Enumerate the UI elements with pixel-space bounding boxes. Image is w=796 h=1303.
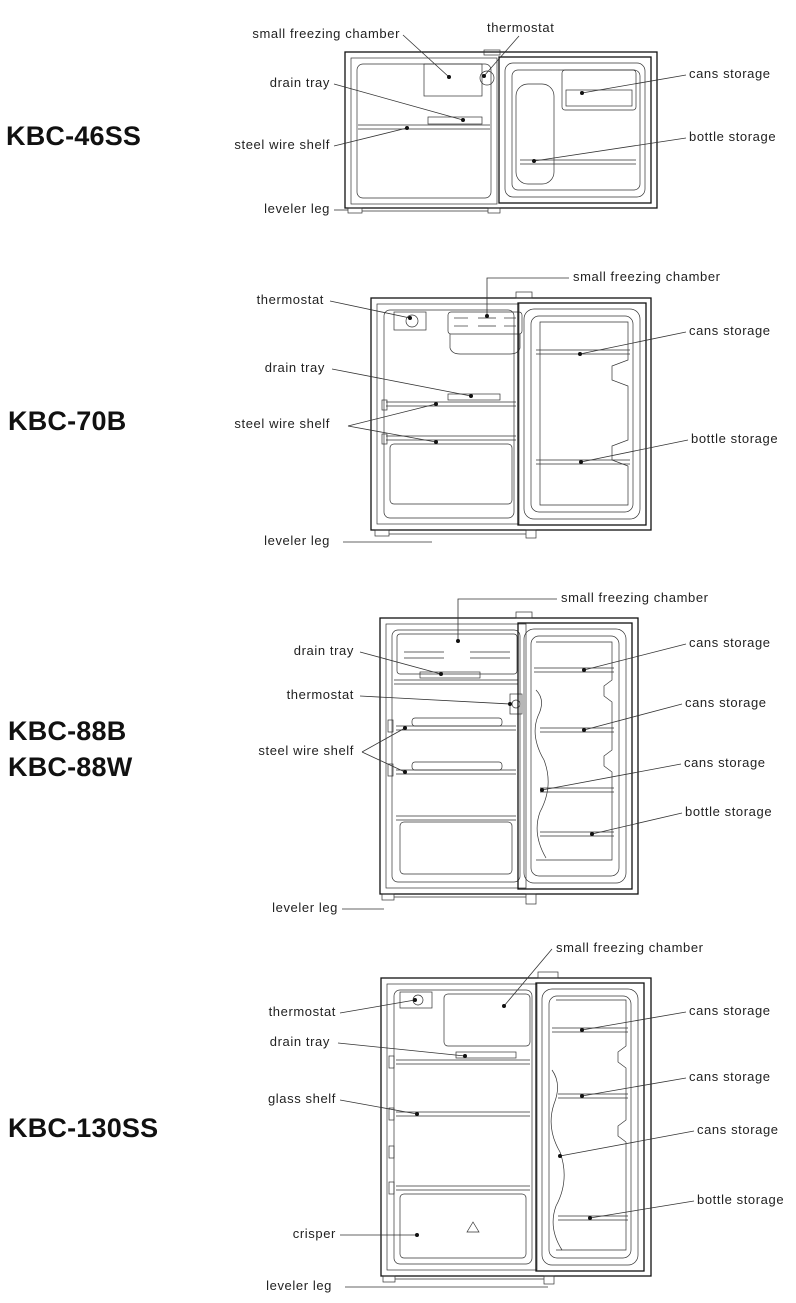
label-cans-storage: cans storage bbox=[689, 635, 771, 650]
label-leveler-leg: leveler leg bbox=[264, 201, 330, 216]
label-cans-storage: cans storage bbox=[697, 1122, 779, 1137]
label-cans-storage: cans storage bbox=[685, 695, 767, 710]
label-small-freezing-chamber: small freezing chamber bbox=[573, 269, 721, 284]
label-glass-shelf: glass shelf bbox=[268, 1091, 336, 1106]
label-bottle-storage: bottle storage bbox=[685, 804, 772, 819]
label-cans-storage: cans storage bbox=[689, 323, 771, 338]
label-thermostat: thermostat bbox=[287, 687, 354, 702]
fridge-kbc-88 bbox=[379, 611, 639, 905]
label-drain-tray: drain tray bbox=[294, 643, 354, 658]
label-steel-wire-shelf: steel wire shelf bbox=[234, 416, 330, 431]
label-drain-tray: drain tray bbox=[270, 75, 330, 90]
label-drain-tray: drain tray bbox=[270, 1034, 330, 1049]
label-small-freezing-chamber: small freezing chamber bbox=[556, 940, 704, 955]
model-kbc-88b: KBC-88B bbox=[8, 716, 127, 746]
label-crisper: crisper bbox=[293, 1226, 336, 1241]
label-cans-storage: cans storage bbox=[689, 1069, 771, 1084]
label-cans-storage: cans storage bbox=[689, 66, 771, 81]
callouts-kbc-130ss: small freezing chamber thermostat drain … bbox=[266, 940, 784, 1293]
model-kbc-46ss: KBC-46SS bbox=[6, 121, 142, 151]
label-steel-wire-shelf: steel wire shelf bbox=[258, 743, 354, 758]
label-leveler-leg: leveler leg bbox=[266, 1278, 332, 1293]
label-bottle-storage: bottle storage bbox=[697, 1192, 784, 1207]
label-thermostat: thermostat bbox=[257, 292, 324, 307]
callouts-kbc-46ss: small freezing chamber thermostat drain … bbox=[234, 20, 776, 216]
fridge-kbc-70b bbox=[370, 291, 652, 539]
label-cans-storage: cans storage bbox=[689, 1003, 771, 1018]
label-thermostat: thermostat bbox=[487, 20, 554, 35]
label-small-freezing-chamber: small freezing chamber bbox=[561, 590, 709, 605]
label-drain-tray: drain tray bbox=[265, 360, 325, 375]
label-bottle-storage: bottle storage bbox=[689, 129, 776, 144]
label-bottle-storage: bottle storage bbox=[691, 431, 778, 446]
model-kbc-88w: KBC-88W bbox=[8, 752, 133, 782]
label-thermostat: thermostat bbox=[269, 1004, 336, 1019]
fridge-kbc-46ss bbox=[344, 49, 658, 214]
label-small-freezing-chamber: small freezing chamber bbox=[252, 26, 400, 41]
label-leveler-leg: leveler leg bbox=[272, 900, 338, 915]
callouts-kbc-70b: small freezing chamber thermostat drain … bbox=[234, 269, 778, 548]
model-kbc-70b: KBC-70B bbox=[8, 406, 127, 436]
fridge-kbc-130ss bbox=[380, 971, 652, 1285]
callouts-kbc-88: small freezing chamber drain tray thermo… bbox=[258, 590, 772, 915]
label-cans-storage: cans storage bbox=[684, 755, 766, 770]
label-leveler-leg: leveler leg bbox=[264, 533, 330, 548]
label-steel-wire-shelf: steel wire shelf bbox=[234, 137, 330, 152]
model-kbc-130ss: KBC-130SS bbox=[8, 1113, 159, 1143]
